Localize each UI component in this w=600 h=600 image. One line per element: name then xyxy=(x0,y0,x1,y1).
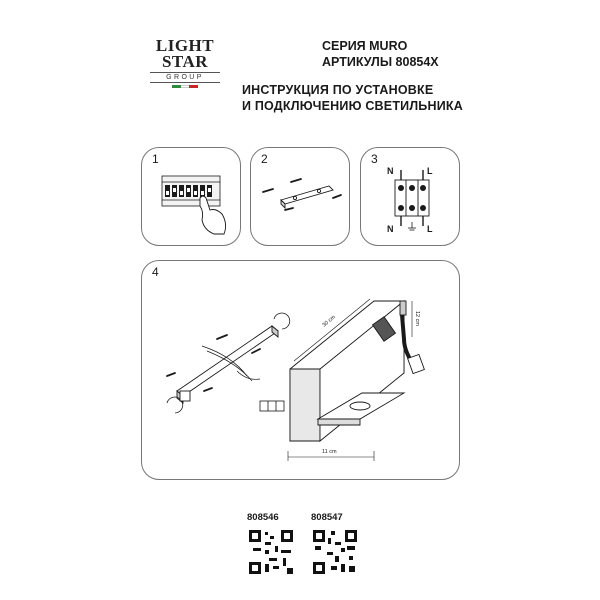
dimension-height: 12 cm xyxy=(414,311,420,326)
brand-line-3: GROUP xyxy=(150,72,220,83)
brand-line-1: LIGHT xyxy=(155,36,215,55)
italian-flag-icon xyxy=(172,85,199,88)
brand-logo: LIGHT STAR GROUP xyxy=(150,36,220,88)
installation-illustration: 30 cm 12 cm 11 cm xyxy=(166,298,425,461)
qr-code-icon xyxy=(247,528,295,576)
screw-icon xyxy=(216,334,228,340)
step-3-panel: 3 N L N L xyxy=(360,147,460,246)
neutral-label-top: N xyxy=(387,166,394,176)
neutral-label-bottom: N xyxy=(387,224,394,234)
step-number: 4 xyxy=(152,265,159,279)
series-block: СЕРИЯ MURO АРТИКУЛЫ 80854X xyxy=(322,38,439,70)
step-number: 2 xyxy=(261,152,268,166)
screw-icon xyxy=(251,348,261,354)
instruction-line-2: И ПОДКЛЮЧЕНИЮ СВЕТИЛЬНИКА xyxy=(242,99,463,113)
instruction-title: ИНСТРУКЦИЯ ПО УСТАНОВКЕ И ПОДКЛЮЧЕНИЮ СВ… xyxy=(242,82,463,114)
screw-icon xyxy=(166,372,176,377)
wiring-terminal-illustration: N L N L xyxy=(387,166,433,234)
ground-icon xyxy=(408,222,416,231)
live-label-bottom: L xyxy=(427,224,433,234)
step-number: 1 xyxy=(152,152,159,166)
article-code-1: 808546 xyxy=(247,512,279,523)
screw-icon xyxy=(262,188,274,193)
screw-icon xyxy=(332,194,342,199)
series-title: СЕРИЯ MURO xyxy=(322,39,408,53)
dimension-width: 30 cm xyxy=(321,314,337,328)
step-1-panel: 1 xyxy=(141,147,241,246)
live-label-top: L xyxy=(427,166,433,176)
article-code-2: 808547 xyxy=(311,512,343,523)
brand-line-2: STAR xyxy=(161,52,209,71)
bracket-mounting-illustration xyxy=(262,178,342,211)
screw-icon xyxy=(284,207,294,211)
step-number: 3 xyxy=(371,152,378,166)
hand-icon xyxy=(199,195,227,235)
articles-title: АРТИКУЛЫ 80854X xyxy=(322,55,439,69)
rotate-arrow-icon xyxy=(273,312,291,330)
screw-icon xyxy=(290,178,302,183)
dimension-depth: 11 cm xyxy=(322,449,337,455)
step-2-panel: 2 xyxy=(250,147,350,246)
screw-icon xyxy=(203,387,213,392)
circuit-breaker-illustration xyxy=(161,175,227,235)
qr-code-icon xyxy=(311,528,359,576)
instruction-line-1: ИНСТРУКЦИЯ ПО УСТАНОВКЕ xyxy=(242,83,434,97)
step-4-panel: 4 xyxy=(141,260,460,480)
connector-icon xyxy=(259,400,285,412)
